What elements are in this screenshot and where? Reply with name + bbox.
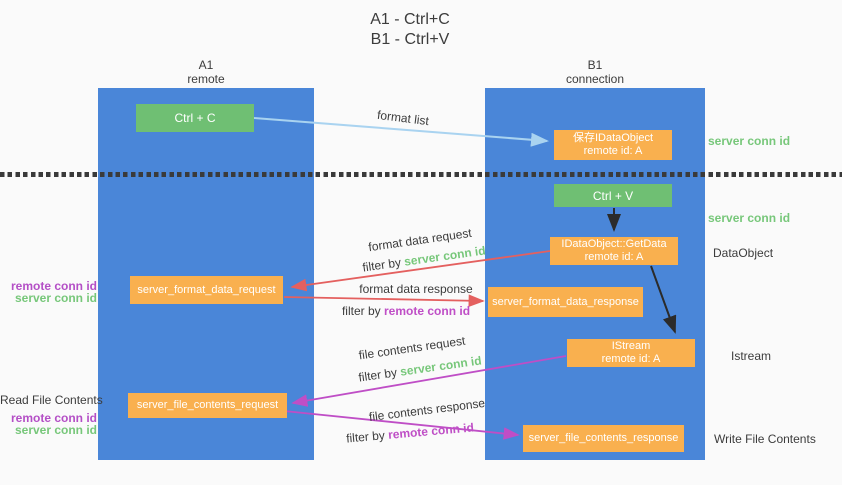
node-istream-line2: remote id: A xyxy=(601,353,661,365)
node-server-format-data-response: server_format_data_response xyxy=(488,287,643,317)
node-format-response-label: server_format_data_response xyxy=(492,295,639,308)
filter-prefix: filter by xyxy=(345,428,386,446)
filter-key-server-conn-id: server conn id xyxy=(399,353,483,379)
label-server-conn-id-left-1: server conn id xyxy=(14,291,97,305)
lane-b1-subtitle: connection xyxy=(565,72,625,86)
label-remote-conn-id-2: remote conn id xyxy=(10,411,97,425)
arrow-label-format-data-response: format data response xyxy=(359,282,473,296)
title-line-2: B1 - Ctrl+V xyxy=(370,31,450,48)
node-server-file-contents-response: server_file_contents_response xyxy=(523,425,684,452)
arrow-label-format-data-response-filter: filter by remote conn id xyxy=(342,304,470,318)
label-server-conn-id-mid: server conn id xyxy=(708,211,791,225)
label-server-conn-id-top: server conn id xyxy=(708,134,791,148)
node-server-format-data-request: server_format_data_request xyxy=(130,276,283,304)
title-line-1: A1 - Ctrl+C xyxy=(370,11,450,28)
label-remote-conn-id-1: remote conn id xyxy=(10,279,97,293)
node-file-request-label: server_file_contents_request xyxy=(136,399,279,411)
lane-header-a1: A1 remote xyxy=(98,58,314,86)
node-ctrl-v: Ctrl + V xyxy=(554,184,672,207)
node-file-response-label: server_file_contents_response xyxy=(528,432,679,444)
lane-b1-name: B1 xyxy=(587,58,603,72)
label-write-file-contents: Write File Contents xyxy=(714,432,816,446)
diagram-title: A1 - Ctrl+C B1 - Ctrl+V xyxy=(300,10,520,50)
lane-a1-name: A1 xyxy=(198,58,214,72)
lane-header-b1: B1 connection xyxy=(485,58,705,86)
filter-key-remote-conn-id: remote conn id xyxy=(384,304,471,318)
filter-key-remote-conn-id: remote conn id xyxy=(387,420,475,442)
filter-prefix: filter by xyxy=(357,365,398,385)
node-ctrl-c: Ctrl + C xyxy=(136,104,254,132)
node-ctrl-v-label: Ctrl + V xyxy=(592,188,634,203)
label-server-conn-id-left-2: server conn id xyxy=(14,423,97,437)
arrow-label-file-contents-response-filter: filter by remote conn id xyxy=(346,420,475,445)
label-dataobject: DataObject xyxy=(713,246,774,260)
filter-prefix: filter by xyxy=(341,304,381,318)
label-istream: Istream xyxy=(731,349,772,363)
node-format-request-label: server_format_data_request xyxy=(137,283,276,296)
label-read-file-contents: Read File Contents xyxy=(0,393,103,407)
arrow-label-format-list: format list xyxy=(376,107,430,129)
node-save-idataobject: 保存IDataObject remote id: A xyxy=(554,130,672,160)
node-save-line2: remote id: A xyxy=(583,145,643,157)
node-istream-line1: IStream xyxy=(611,340,651,352)
node-ctrl-c-label: Ctrl + C xyxy=(174,111,216,125)
node-getdata-line2: remote id: A xyxy=(584,251,644,263)
node-istream: IStream remote id: A xyxy=(567,339,695,367)
node-getdata-line1: IDataObject::GetData xyxy=(561,238,667,250)
dotted-separator-line xyxy=(0,172,842,177)
lane-a1-subtitle: remote xyxy=(187,72,225,86)
node-idataobject-getdata: IDataObject::GetData remote id: A xyxy=(550,237,678,265)
node-save-line1: 保存IDataObject xyxy=(572,132,654,144)
node-server-file-contents-request: server_file_contents_request xyxy=(128,393,287,418)
filter-prefix: filter by xyxy=(361,255,402,275)
